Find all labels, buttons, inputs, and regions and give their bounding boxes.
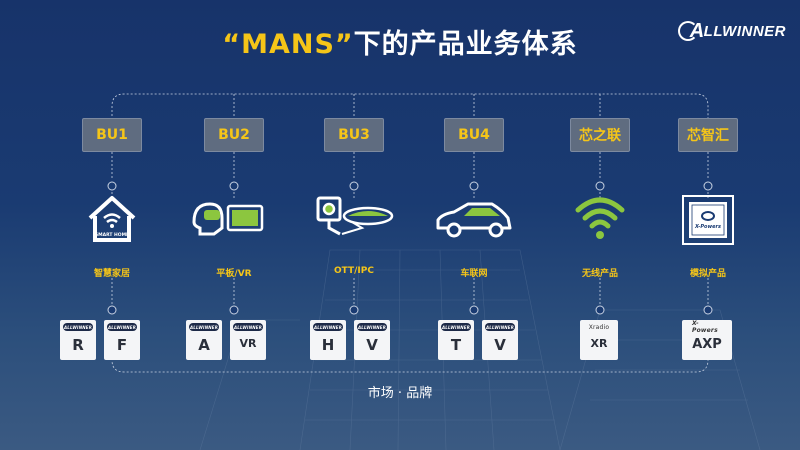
- brand-mini-logo: ALLWINNER: [189, 323, 219, 331]
- logo-text: LLWINNER: [703, 22, 786, 40]
- brand-tile: ALLWINNER V: [482, 320, 518, 360]
- brand-letter: T: [450, 336, 462, 354]
- allwinner-logo: A LLWINNER: [677, 14, 786, 48]
- brand-mini-logo: ALLWINNER: [107, 323, 137, 331]
- brand-letter: H: [321, 336, 335, 354]
- brand-tile: ALLWINNER VR: [230, 320, 266, 360]
- brand-mini-logo: ALLWINNER: [313, 323, 343, 331]
- brand-tile: Xradio XR: [580, 320, 618, 360]
- svg-text:SMART HOME: SMART HOME: [95, 232, 129, 238]
- brand-mini-logo: ALLWINNER: [63, 323, 93, 331]
- brand-letter: R: [72, 336, 84, 354]
- category-label: 智慧家居: [93, 269, 130, 279]
- brand-tile: ALLWINNER R: [60, 320, 96, 360]
- category-label: 平板/VR: [216, 269, 252, 279]
- brand-letter: V: [366, 336, 378, 354]
- bu-box-xinzhihui: 芯智汇: [678, 118, 738, 152]
- footer-label: 市场 · 品牌: [367, 386, 433, 401]
- bu-box-xinzhilian: 芯之联: [570, 118, 630, 152]
- svg-text:X-Powers: X-Powers: [694, 224, 721, 230]
- wifi-icon: [550, 188, 650, 248]
- brand-mini-logo: X-Powers: [692, 320, 718, 334]
- brand-letter: VR: [239, 337, 257, 350]
- car-icon: [424, 188, 524, 248]
- category-label: 模拟产品: [689, 269, 726, 279]
- camera-ott-icon: [304, 188, 404, 248]
- vr-tablet-icon: [184, 188, 284, 248]
- bu-box-bu1: BU1: [82, 118, 142, 152]
- brand-mini-logo: ALLWINNER: [233, 323, 263, 331]
- bu-box-bu3: BU3: [324, 118, 384, 152]
- brand-mini-logo: Xradio: [588, 323, 610, 331]
- bu-box-bu2: BU2: [204, 118, 264, 152]
- title-highlight: “MANS”: [222, 29, 354, 60]
- brand-tile: ALLWINNER V: [354, 320, 390, 360]
- brand-letter: XR: [590, 337, 608, 350]
- category-label: 无线产品: [581, 269, 618, 279]
- brand-letter: F: [116, 336, 128, 354]
- brand-letter: A: [198, 336, 210, 354]
- brand-mini-logo: ALLWINNER: [485, 323, 515, 331]
- smart-home-icon: SMART HOME: [62, 188, 162, 248]
- brand-mini-logo: ALLWINNER: [357, 323, 387, 331]
- page-title: “MANS”下的产品业务体系: [0, 22, 800, 61]
- chip-icon: X-Powers: [658, 188, 758, 248]
- brand-mini-logo: ALLWINNER: [441, 323, 471, 331]
- brand-tile: ALLWINNER H: [310, 320, 346, 360]
- title-text: 下的产品业务体系: [353, 29, 578, 60]
- category-label: 车联网: [460, 269, 488, 279]
- brand-tile: ALLWINNER A: [186, 320, 222, 360]
- brand-tile: ALLWINNER F: [104, 320, 140, 360]
- logo-a-icon: A: [689, 19, 705, 42]
- bu-box-bu4: BU4: [444, 118, 504, 152]
- brand-letter: AXP: [692, 337, 722, 352]
- logo-swoosh-icon: [677, 21, 698, 41]
- category-label: OTT/IPC: [334, 266, 374, 276]
- brand-tile: ALLWINNER T: [438, 320, 474, 360]
- brand-tile: X-Powers AXP: [682, 320, 732, 360]
- brand-letter: V: [494, 336, 506, 354]
